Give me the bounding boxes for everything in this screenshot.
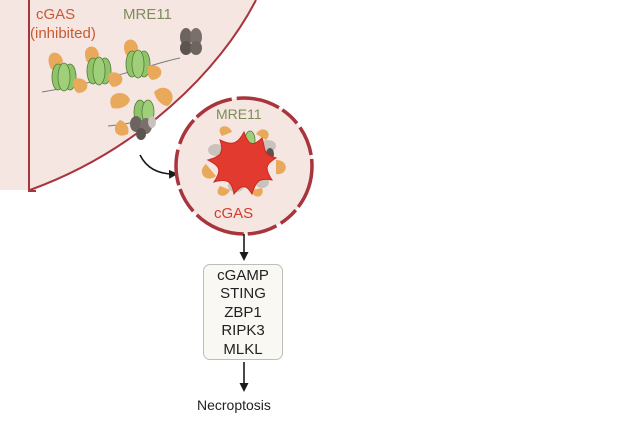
active-cgas: [206, 130, 278, 196]
micronucleus-mre11-label: MRE11: [216, 106, 262, 122]
pathway-item-mlkl: MLKL: [223, 340, 263, 358]
pathway-item-cgamp: cGAMP: [217, 267, 269, 284]
mre11-nucleosome-cluster: [110, 87, 173, 140]
nucleus-cgas-label: cGAS: [36, 6, 76, 23]
pathway-item-sting: STING: [220, 285, 266, 303]
mre11-complex-icon: [180, 28, 202, 55]
nucleosome: [48, 52, 88, 93]
nucleosome: [84, 46, 123, 87]
signaling-pathway-box: cGAMP STING ZBP1 RIPK3 MLKL: [203, 264, 283, 360]
micronucleus-cgas-label: cGAS: [214, 205, 254, 222]
pathway-item-ripk3: RIPK3: [221, 322, 265, 340]
nucleosome: [123, 39, 162, 80]
rupture-arrow: [139, 154, 178, 179]
pathway-item-zbp1: ZBP1: [224, 303, 262, 321]
nucleus-cgas-state-label: (inhibited): [30, 25, 96, 42]
outcome-label: Necroptosis: [197, 397, 271, 413]
nucleus-mre11-label: MRE11: [123, 6, 172, 23]
